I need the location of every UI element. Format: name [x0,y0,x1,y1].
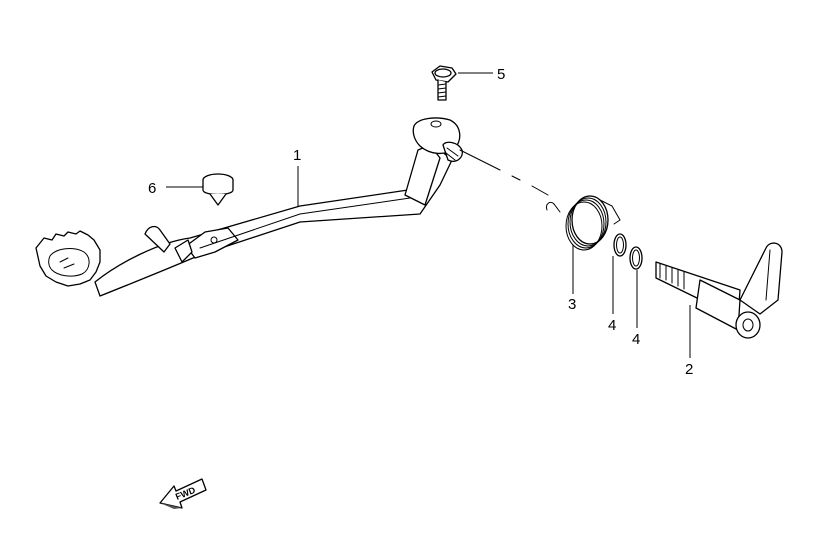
washer-1 [613,233,627,257]
callout-4a: 4 [608,317,616,334]
leader-lines [166,72,691,358]
stopper-cap [202,173,234,206]
callout-4b: 4 [632,331,640,348]
washer-2 [629,246,643,270]
return-spring [546,195,621,251]
assembly-axis-line [459,149,549,196]
callout-2: 2 [685,361,693,378]
callout-3: 3 [568,296,576,313]
brake-shaft [655,242,783,339]
brake-pedal-lever [35,117,463,297]
bolt [431,65,457,101]
fwd-arrow-icon: FWD [159,478,207,509]
callout-1: 1 [293,147,301,164]
callout-6: 6 [148,180,156,197]
callout-5: 5 [497,66,505,83]
